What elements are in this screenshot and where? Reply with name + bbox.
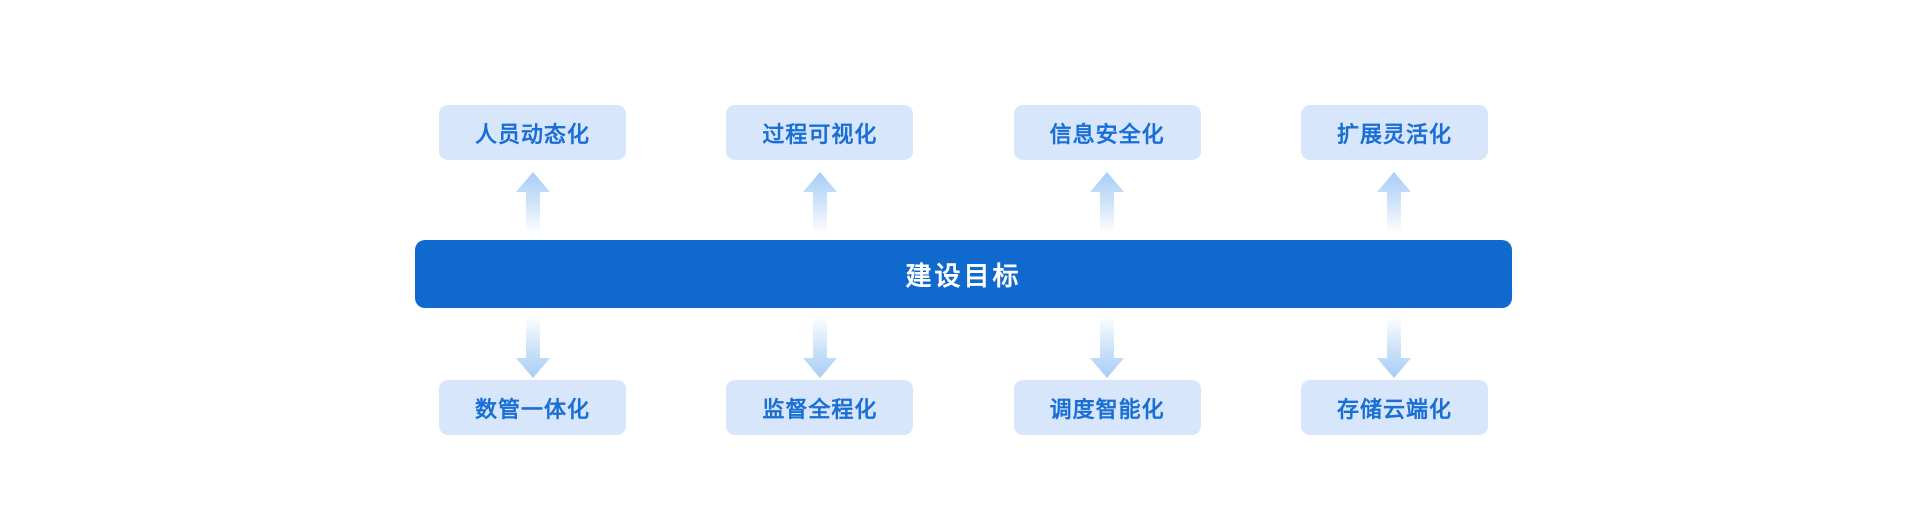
- arrow-down-icon: [802, 316, 837, 378]
- top-goal-col-4: 扩展灵活化: [1277, 105, 1512, 160]
- goal-node-top-3[interactable]: 信息安全化: [1013, 105, 1201, 160]
- downward-arrow-col-2: [702, 316, 937, 378]
- downward-arrow-col-3: [990, 316, 1225, 378]
- goal-node-label: 监督全程化: [762, 396, 878, 422]
- goal-node-bottom-4[interactable]: 存储云端化: [1300, 380, 1488, 435]
- top-goal-col-1: 人员动态化: [415, 105, 650, 160]
- top-goal-col-3: 信息安全化: [990, 105, 1225, 160]
- bottom-goal-col-3: 调度智能化: [990, 380, 1225, 435]
- top-goal-col-2: 过程可视化: [702, 105, 937, 160]
- goal-node-bottom-3[interactable]: 调度智能化: [1013, 380, 1201, 435]
- upward-arrow-col-4: [1277, 172, 1512, 234]
- arrow-up-icon: [1377, 172, 1412, 234]
- arrow-up-icon: [802, 172, 837, 234]
- downward-arrow-row: [415, 316, 1512, 378]
- goal-node-bottom-2[interactable]: 监督全程化: [726, 380, 914, 435]
- downward-arrow-col-1: [415, 316, 650, 378]
- center-goal-bar-label: 建设目标: [905, 260, 1022, 291]
- arrow-down-icon: [1090, 316, 1125, 378]
- bottom-goal-col-2: 监督全程化: [702, 380, 937, 435]
- bottom-goal-row: 数管一体化 监督全程化 调度智能化 存储云端化: [415, 380, 1512, 435]
- goal-node-top-4[interactable]: 扩展灵活化: [1300, 105, 1488, 160]
- arrow-up-icon: [1090, 172, 1125, 234]
- bottom-goal-col-4: 存储云端化: [1277, 380, 1512, 435]
- goal-node-label: 数管一体化: [474, 396, 590, 422]
- arrow-down-icon: [515, 316, 550, 378]
- upward-arrow-col-3: [990, 172, 1225, 234]
- upward-arrow-col-1: [415, 172, 650, 234]
- upward-arrow-row: [415, 172, 1512, 234]
- goal-node-label: 信息安全化: [1049, 121, 1165, 147]
- upward-arrow-col-2: [702, 172, 937, 234]
- arrow-down-icon: [1377, 316, 1412, 378]
- arrow-up-icon: [515, 172, 550, 234]
- goal-node-label: 过程可视化: [762, 121, 878, 147]
- top-goal-row: 人员动态化 过程可视化 信息安全化 扩展灵活化: [415, 105, 1512, 160]
- goal-node-label: 存储云端化: [1336, 396, 1452, 422]
- center-goal-bar[interactable]: 建设目标: [415, 240, 1512, 308]
- goal-node-bottom-1[interactable]: 数管一体化: [438, 380, 626, 435]
- downward-arrow-col-4: [1277, 316, 1512, 378]
- goal-node-label: 人员动态化: [474, 121, 590, 147]
- goal-node-top-2[interactable]: 过程可视化: [726, 105, 914, 160]
- goal-node-top-1[interactable]: 人员动态化: [438, 105, 626, 160]
- bottom-goal-col-1: 数管一体化: [415, 380, 650, 435]
- goal-node-label: 扩展灵活化: [1336, 121, 1452, 147]
- goal-node-label: 调度智能化: [1049, 396, 1165, 422]
